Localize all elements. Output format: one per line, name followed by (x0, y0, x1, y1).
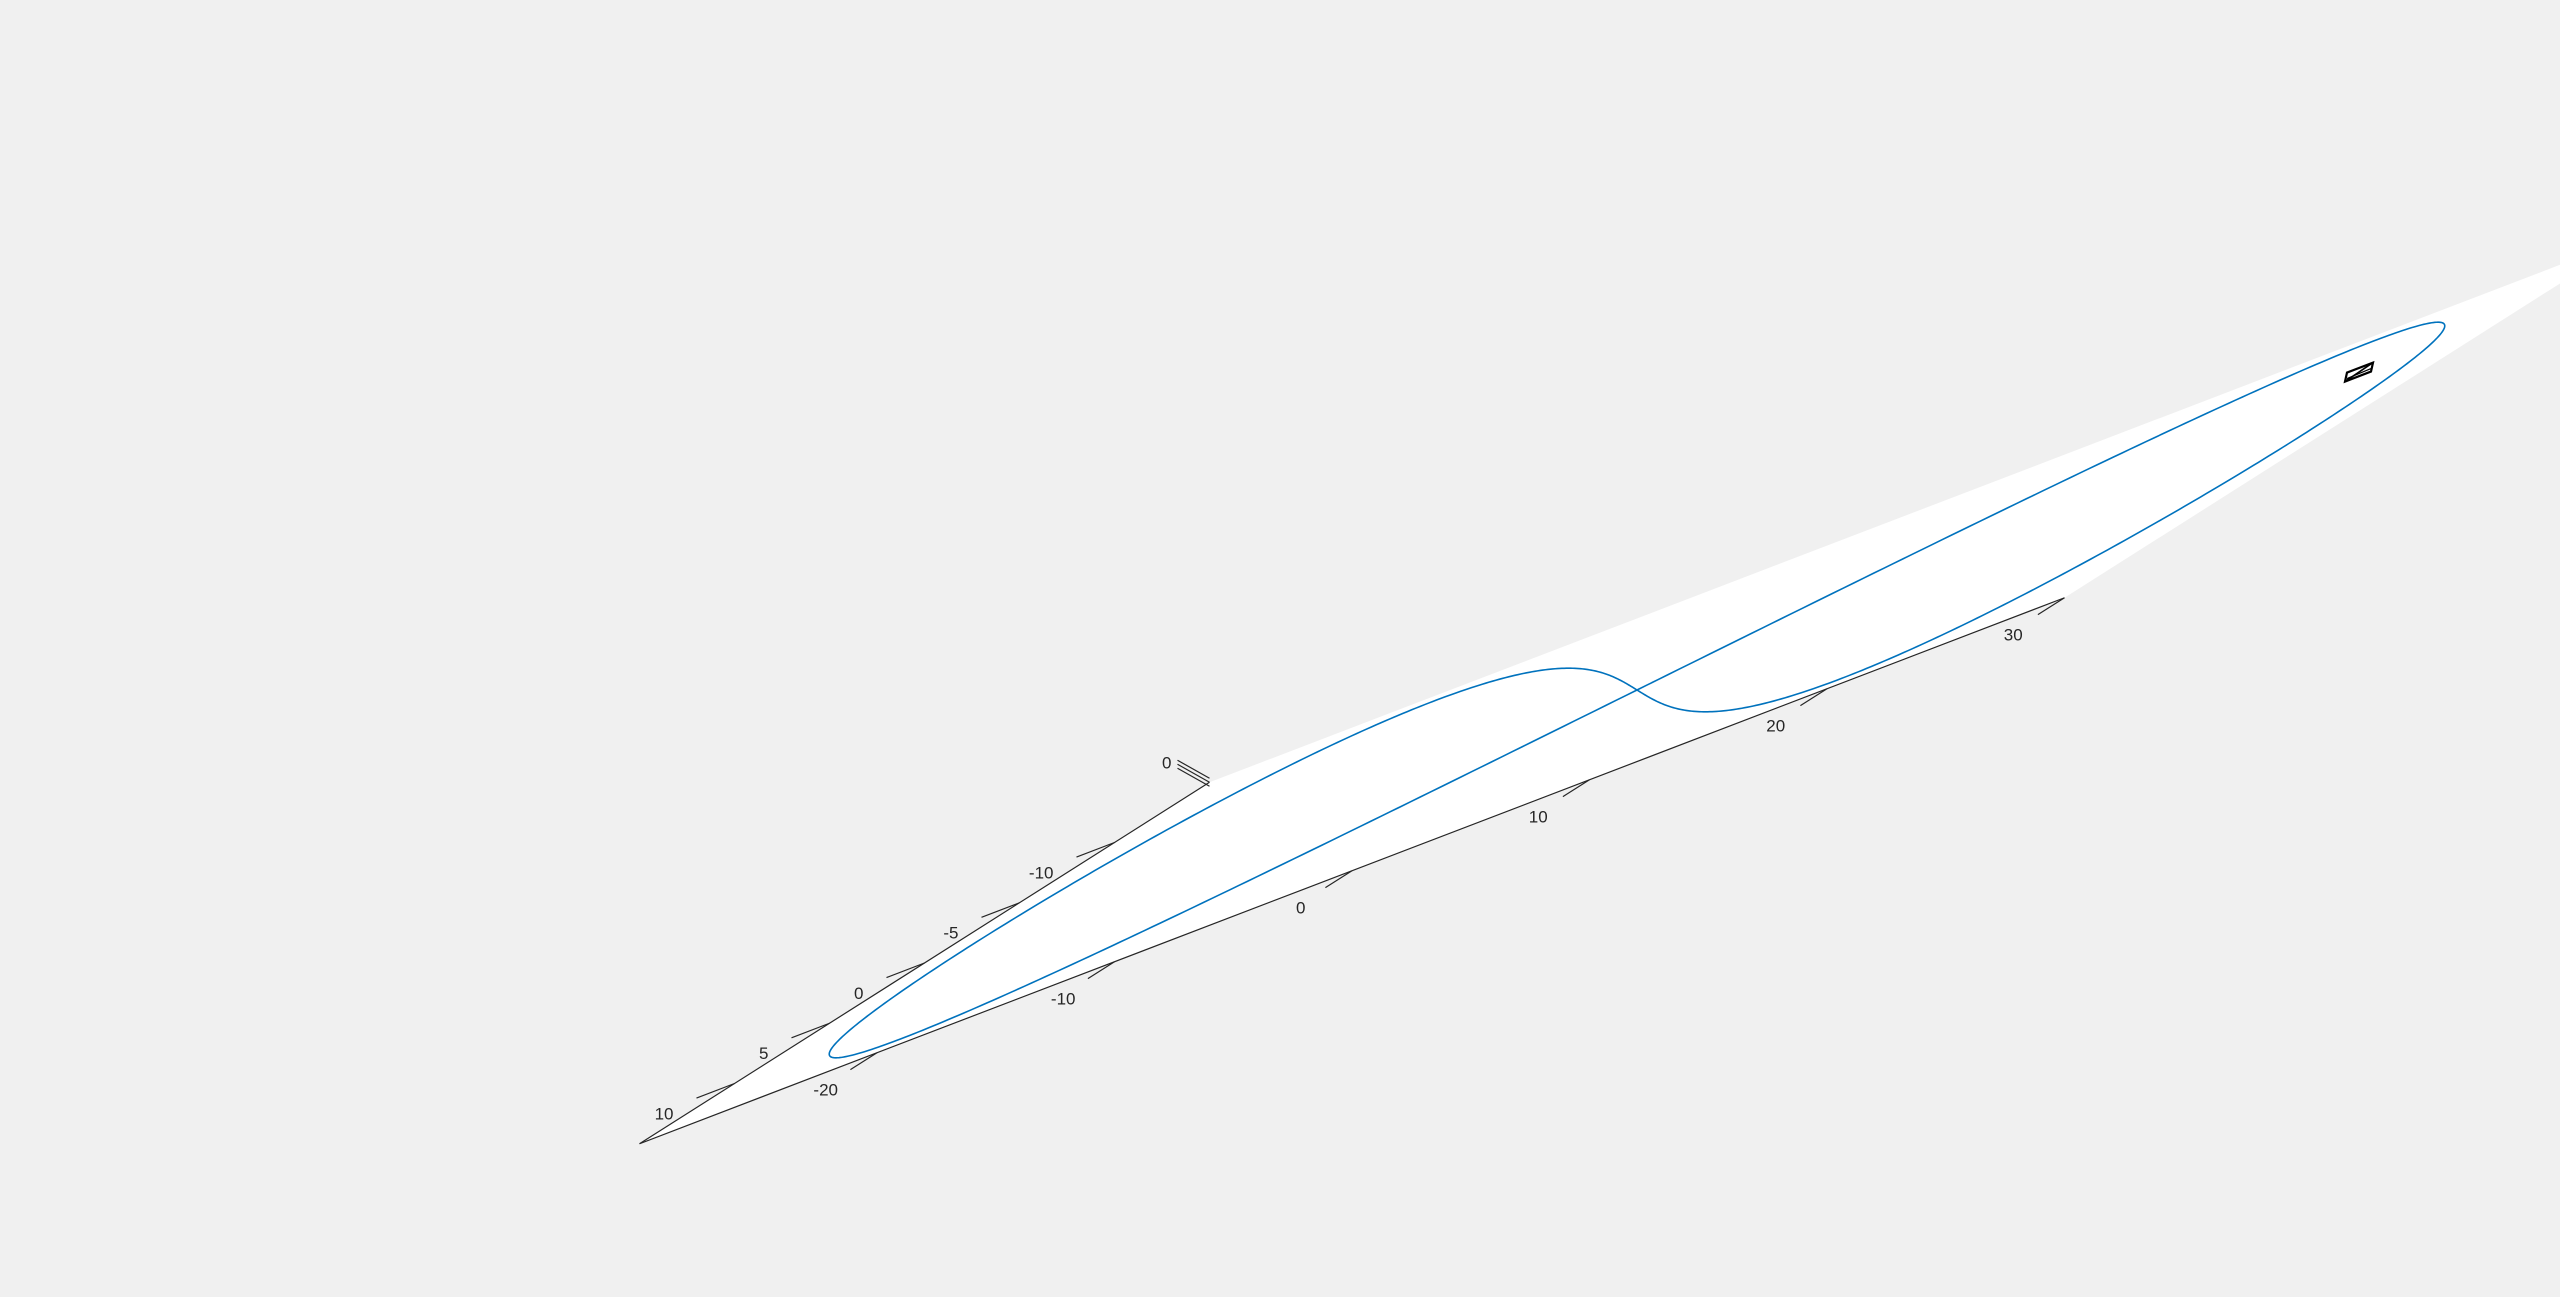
y-tick-mark (981, 902, 1020, 918)
vehicle-marker (2343, 360, 2375, 384)
y-tick-label: 10 (655, 1104, 674, 1123)
y-tick-mark (1076, 841, 1115, 858)
z-tick-label: 0 (1162, 753, 1171, 772)
axes-plane (639, 264, 2560, 1144)
x-tick-label: -20 (813, 1080, 838, 1099)
z-tick-mark (1177, 767, 1210, 787)
x-tick-label: 20 (1766, 716, 1785, 735)
x-tick-mark (2037, 597, 2065, 616)
x-tick-label: 10 (1529, 807, 1548, 826)
y-tick-mark (886, 962, 925, 979)
x-tick-mark (1562, 779, 1590, 798)
y-tick-label: -10 (1029, 863, 1054, 882)
y-tick-label: 5 (759, 1044, 768, 1063)
marker-edge (2346, 368, 2372, 380)
x-tick-mark (1800, 688, 1828, 707)
z-tick-mark (1177, 763, 1210, 783)
x-tick-mark (1325, 870, 1353, 889)
y-tick-label: -5 (943, 924, 958, 943)
y-tick-mark (791, 1022, 830, 1039)
x-tick-mark (850, 1052, 878, 1071)
trajectory-line (828, 321, 2446, 1059)
x-tick-mark (1087, 961, 1115, 980)
x-tick-label: 0 (1296, 898, 1305, 917)
y-tick-label: 0 (854, 984, 863, 1003)
x-tick-label: -10 (1051, 989, 1076, 1008)
y-tick-mark (696, 1082, 735, 1099)
ticks-group: -20 -10 0 10 20 30 -10 -5 0 5 10 0 (655, 597, 2065, 1123)
x-tick-label: 30 (2004, 625, 2023, 644)
marker-edge (2344, 361, 2374, 383)
z-tick-mark (1177, 759, 1210, 779)
